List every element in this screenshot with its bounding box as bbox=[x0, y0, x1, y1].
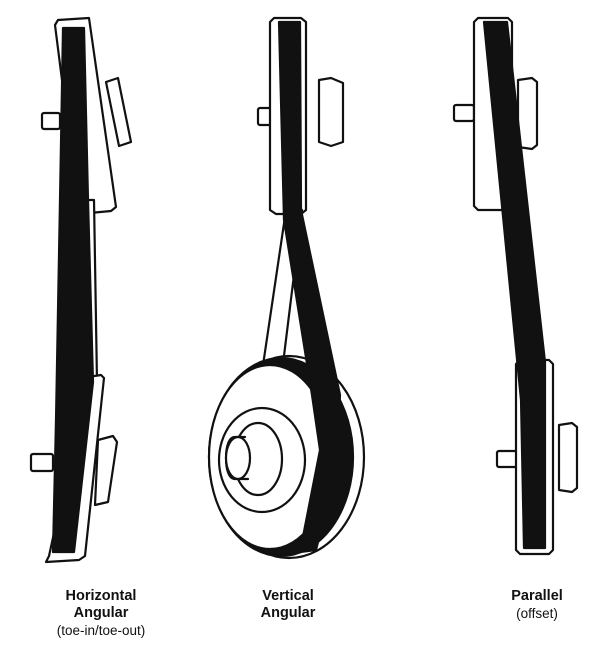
belt-icon bbox=[482, 20, 547, 550]
top-hub-icon bbox=[104, 76, 133, 148]
top-shaft-icon bbox=[40, 111, 62, 131]
belt-icon bbox=[277, 20, 342, 554]
caption-subtitle: (offset) bbox=[516, 606, 558, 621]
top-shaft-icon bbox=[452, 103, 476, 123]
horizontal-angular-caption: Horizontal Angular (toe-in/toe-out) bbox=[1, 588, 201, 639]
caption-title-line-2: Angular bbox=[73, 605, 129, 621]
vertical-angular-caption: Vertical Angular bbox=[188, 588, 388, 622]
caption-subtitle: (toe-in/toe-out) bbox=[56, 623, 146, 638]
caption-title-line-1: Parallel bbox=[511, 588, 563, 604]
parallel-offset-figure bbox=[452, 16, 579, 556]
vertical-angular-figure bbox=[207, 16, 366, 560]
parallel-offset-caption: Parallel (offset) bbox=[437, 588, 602, 622]
caption-title-line-1: Vertical bbox=[262, 588, 314, 604]
bottom-shaft-icon bbox=[495, 449, 519, 469]
belt-icon bbox=[51, 26, 95, 554]
horizontal-angular-figure bbox=[29, 16, 133, 564]
caption-title-line-1: Horizontal bbox=[65, 588, 137, 604]
caption-title-line-2: Angular bbox=[260, 605, 316, 621]
bottom-hub-icon bbox=[93, 434, 119, 507]
bottom-shaft-icon bbox=[29, 452, 55, 473]
bottom-hub-icon bbox=[557, 421, 579, 494]
bottom-pulley-icon bbox=[207, 354, 366, 560]
top-hub-icon bbox=[317, 76, 345, 148]
